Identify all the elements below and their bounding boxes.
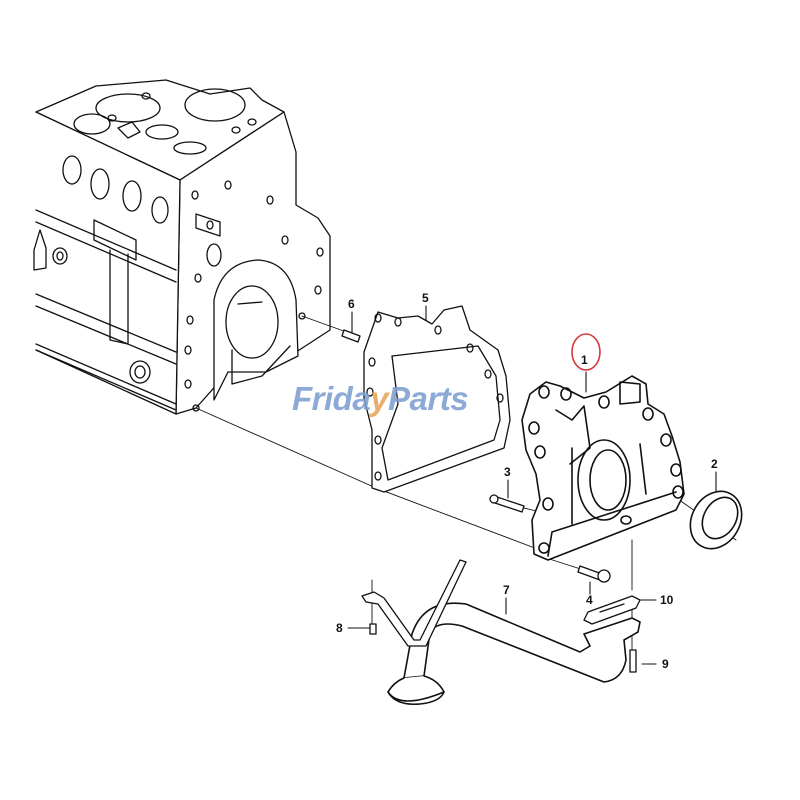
- part-1-oil-pump-housing: [521, 375, 685, 561]
- part-6-dowel-pin: [341, 329, 361, 343]
- part-5-gasket: [363, 305, 511, 493]
- callout-7: 7: [503, 583, 510, 597]
- callout-3: 3: [504, 465, 511, 479]
- watermark-logo: FridayParts: [292, 380, 469, 418]
- highlight-circle: [571, 333, 601, 371]
- callout-6: 6: [348, 297, 355, 311]
- part-8-bracket-bolt: [361, 559, 467, 647]
- leader-lines: [347, 305, 717, 665]
- part-9-bolt: [629, 649, 637, 673]
- callout-2: 2: [711, 457, 718, 471]
- callout-1: 1: [581, 353, 588, 367]
- callout-9: 9: [662, 657, 669, 671]
- watermark-prefix: Frida: [292, 380, 371, 417]
- callout-10: 10: [660, 593, 674, 607]
- callout-5: 5: [422, 291, 429, 305]
- callout-8: 8: [336, 621, 343, 635]
- callout-4: 4: [586, 593, 593, 607]
- engine-block: [33, 79, 331, 415]
- part-2-seal: [689, 490, 743, 550]
- part-10-flange-gasket: [583, 595, 641, 625]
- part-4-bolt: [577, 565, 611, 583]
- part-3-bolt: [489, 494, 525, 513]
- watermark-accent-letter: y: [370, 380, 389, 417]
- watermark-suffix: Parts: [388, 380, 469, 417]
